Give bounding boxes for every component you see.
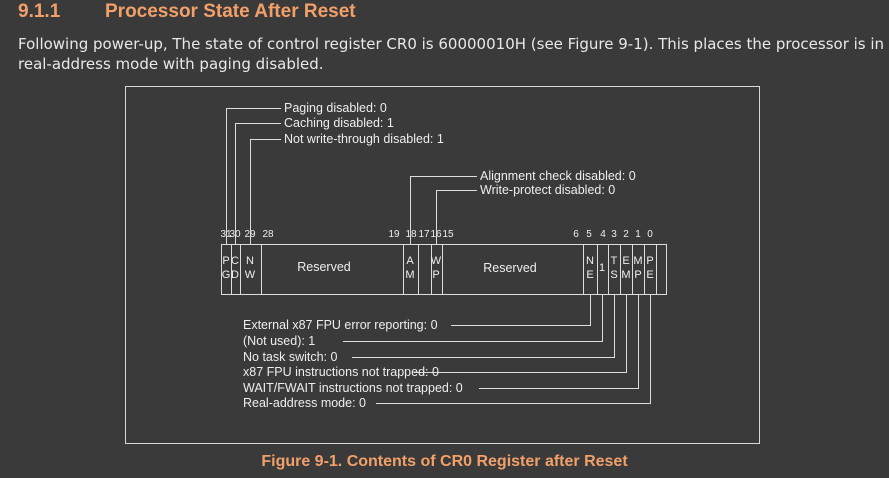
annotation-paging: Paging disabled: 0 — [284, 101, 387, 115]
leader-paging — [226, 108, 281, 244]
field-wp-top: W — [431, 255, 442, 267]
annotation-alignment: Alignment check disabled: 0 — [480, 169, 636, 183]
bit-number: 15 — [442, 229, 454, 240]
leader-write-through — [250, 139, 281, 244]
field-et: 1 — [599, 262, 605, 274]
section-title: Processor State After Reset — [105, 1, 356, 22]
bit-number: 0 — [647, 229, 653, 240]
body-paragraph: Following power-up, The state of control… — [18, 35, 885, 73]
field-nw-top: N — [246, 255, 254, 267]
field-ts-top: T — [611, 255, 618, 267]
field-ne-top: N — [586, 255, 594, 267]
field-ts-bottom: S — [610, 269, 617, 281]
register-box — [221, 244, 667, 295]
field-em-top: E — [622, 255, 629, 267]
bit-number: 18 — [405, 229, 417, 240]
field-ne-bottom: E — [586, 269, 593, 281]
annotation-wait-trapped: WAIT/FWAIT instructions not trapped: 0 — [243, 381, 463, 395]
annotation-caching: Caching disabled: 1 — [284, 116, 394, 130]
field-cd-top: C — [231, 255, 239, 267]
annotation-fpu-trapped: x87 FPU instructions not trapped: 0 — [243, 365, 439, 379]
field-pe-top: P — [646, 255, 653, 267]
section-number: 9.1.1 — [18, 1, 61, 22]
field-am-bottom: M — [405, 269, 414, 281]
leader-not-used — [343, 294, 603, 342]
bit-number: 28 — [262, 229, 274, 240]
section-heading: 9.1.1 Processor State After Reset — [18, 1, 356, 23]
bit-number: 3 — [611, 229, 617, 240]
annotation-write-protect: Write-protect disabled: 0 — [480, 183, 615, 197]
figure-caption: Figure 9-1. Contents of CR0 Register aft… — [261, 453, 628, 470]
leader-fpu-trapped — [414, 294, 627, 373]
leader-write-protect — [436, 190, 477, 244]
leader-task-switch — [352, 294, 615, 358]
field-wp-bottom: P — [432, 269, 439, 281]
field-mp-top: M — [633, 255, 642, 267]
field-cd-bottom: D — [231, 269, 239, 281]
field-reserved-mid: Reserved — [483, 261, 537, 275]
leader-wait-trapped — [479, 294, 639, 389]
field-pg-bottom: G — [222, 269, 231, 281]
annotation-not-used: (Not used): 1 — [243, 334, 315, 348]
bit-number: 19 — [388, 229, 400, 240]
bit-number: 17 — [418, 229, 430, 240]
leader-ne-error — [451, 294, 591, 326]
bit-number: 1 — [635, 229, 641, 240]
annotation-task-switch: No task switch: 0 — [243, 350, 338, 364]
bit-number: 4 — [600, 229, 606, 240]
leader-real-mode — [376, 294, 651, 404]
field-em-bottom: M — [621, 269, 630, 281]
leader-caching — [235, 123, 281, 244]
annotation-real-mode: Real-address mode: 0 — [243, 396, 366, 410]
field-pg-top: P — [222, 255, 229, 267]
field-reserved-high: Reserved — [297, 260, 351, 274]
bit-number: 6 — [573, 229, 579, 240]
bit-number: 5 — [586, 229, 592, 240]
annotation-write-through: Not write-through disabled: 1 — [284, 132, 444, 146]
bit-number: 2 — [623, 229, 629, 240]
field-nw-bottom: W — [245, 269, 256, 281]
field-am-top: A — [406, 255, 414, 267]
leader-alignment — [410, 176, 477, 244]
annotation-ne-error: External x87 FPU error reporting: 0 — [243, 318, 438, 332]
field-pe-bottom: E — [646, 269, 653, 281]
field-mp-bottom: P — [634, 269, 641, 281]
